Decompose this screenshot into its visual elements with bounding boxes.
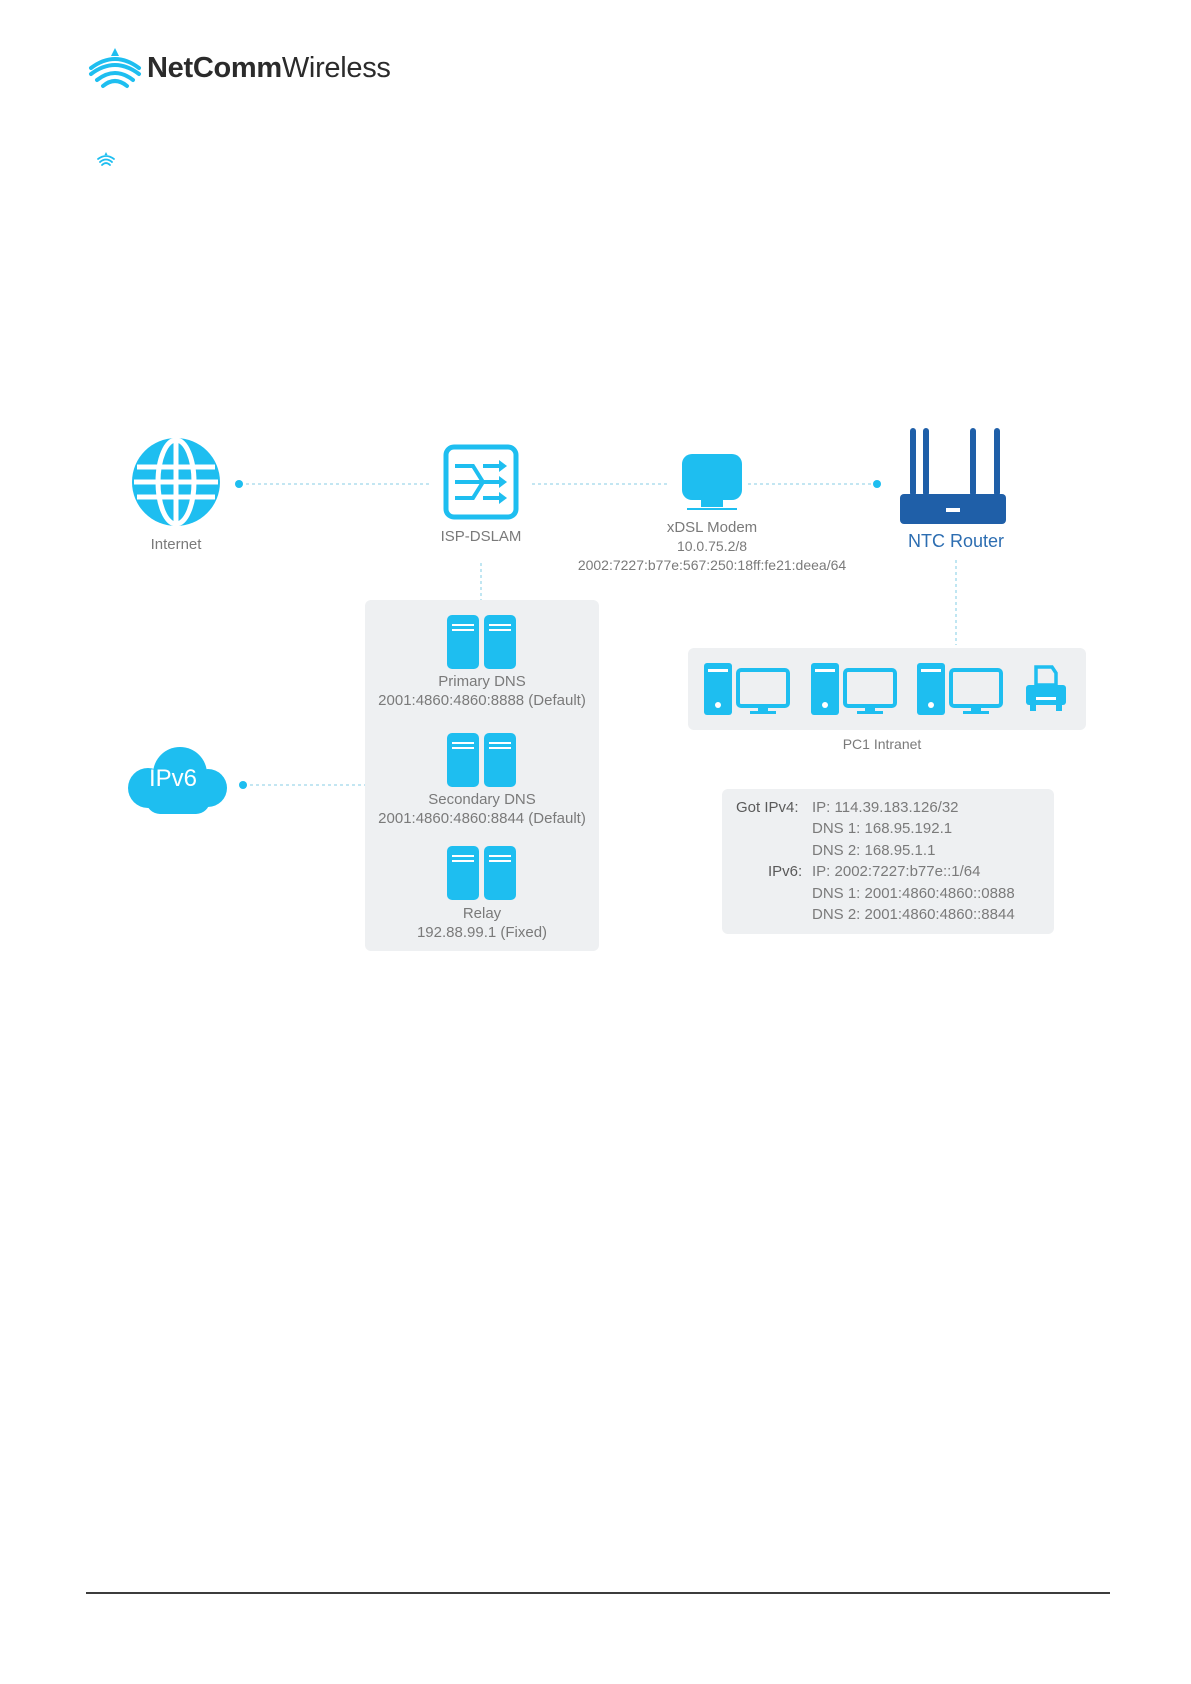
pc-icon — [704, 663, 790, 715]
dns-server-panel — [365, 600, 599, 951]
ipv6-cloud-label: IPv6 — [149, 765, 198, 792]
intranet-label: PC1 Intranet — [842, 736, 922, 752]
got-ipv6-dns2: DNS 2: 2001:4860:4860::8844 — [812, 906, 1015, 923]
netcomm-logo-icon — [89, 48, 141, 88]
intranet-panel — [688, 648, 1086, 730]
primary-dns-value: 2001:4860:4860:8888 (Default) — [378, 692, 586, 709]
secondary-dns-server-icon — [447, 733, 516, 787]
got-ipv4-key: Got IPv4: — [736, 799, 799, 816]
got-info-panel — [722, 789, 1054, 934]
ipv6-dot — [239, 781, 247, 789]
got-ipv4-dns1: DNS 1: 168.95.192.1 — [812, 820, 953, 837]
got-ipv6-key: IPv6: — [768, 863, 803, 880]
internet-label: Internet — [150, 536, 202, 553]
router-label: NTC Router — [907, 531, 1005, 551]
relay-label: Relay — [462, 905, 502, 922]
dslam-label: ISP-DSLAM — [440, 528, 522, 545]
brand-bold: NetComm — [147, 52, 282, 84]
printer-icon — [1026, 665, 1066, 711]
modem-ipv4: 10.0.75.2/8 — [676, 538, 748, 554]
got-ipv6-ip: IP: 2002:7227:b77e::1/64 — [812, 863, 981, 880]
cloud-icon — [128, 747, 227, 814]
small-logo-icon — [97, 152, 115, 166]
primary-dns-label: Primary DNS — [438, 673, 526, 690]
relay-server-icon — [447, 846, 516, 900]
router-icon — [900, 428, 1006, 524]
modem-icon — [682, 454, 742, 510]
globe-icon — [132, 437, 220, 527]
pc-icon — [811, 663, 897, 715]
brand-light: Wireless — [281, 52, 391, 84]
primary-dns-server-icon — [447, 615, 516, 669]
modem-ipv6: 2002:7227:b77e:567:250:18ff:fe21:deea/64 — [577, 557, 847, 573]
got-ipv4-dns2: DNS 2: 168.95.1.1 — [812, 842, 936, 859]
got-ipv4-ip: IP: 114.39.183.126/32 — [812, 799, 959, 816]
router-dot — [873, 480, 881, 488]
internet-dot — [235, 480, 243, 488]
pc-icon — [917, 663, 1003, 715]
brand-name: NetCommWireless — [147, 52, 391, 85]
modem-label: xDSL Modem — [666, 519, 758, 536]
got-ipv6-dns1: DNS 1: 2001:4860:4860::0888 — [812, 885, 1015, 902]
relay-value: 192.88.99.1 (Fixed) — [416, 924, 548, 941]
secondary-dns-label: Secondary DNS — [428, 791, 536, 808]
secondary-dns-value: 2001:4860:4860:8844 (Default) — [378, 810, 586, 827]
footer-divider — [86, 1592, 1110, 1594]
switch-icon — [443, 444, 519, 520]
